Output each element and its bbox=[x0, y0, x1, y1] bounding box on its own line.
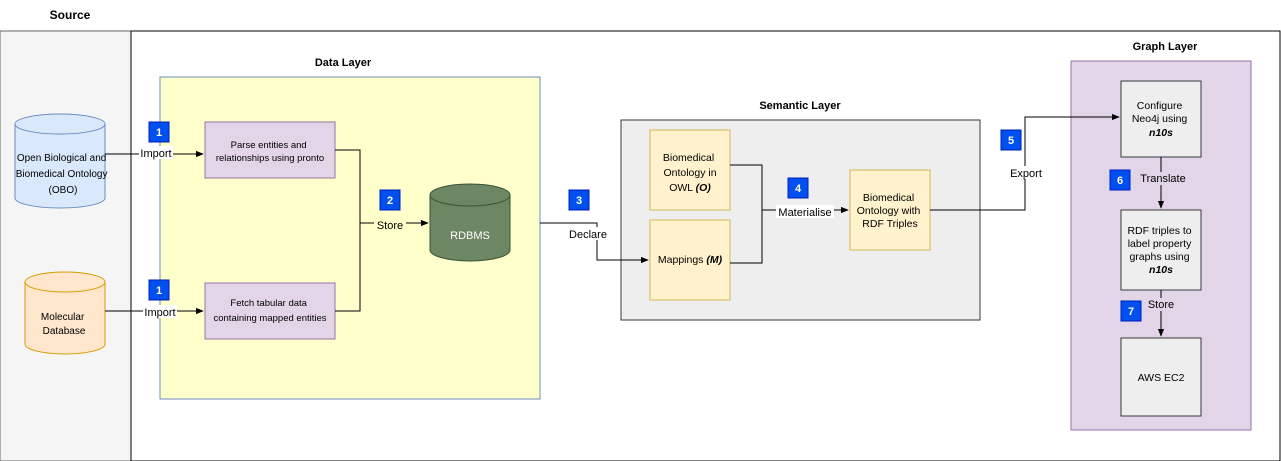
edge-mappings-to-rdf bbox=[730, 210, 763, 264]
svg-text:Mappings (M): Mappings (M) bbox=[658, 254, 723, 266]
svg-text:RDF triples to label pro: RDF triples to label property graphs usi… bbox=[1127, 225, 1194, 276]
rdf-ontology-box: Biomedical Ontology with RDF Triples bbox=[849, 169, 931, 251]
edge-label-translate: Translate bbox=[1138, 172, 1188, 185]
edge-label-import-obo: Import bbox=[139, 146, 173, 160]
fetch-tabular-box: Fetch tabular data containing mapped ent… bbox=[204, 282, 336, 340]
step-badge-2: 2 bbox=[379, 189, 401, 211]
edge-label-store-rdbms: Store bbox=[374, 218, 406, 232]
graph-layer-title: Graph Layer bbox=[1133, 41, 1199, 53]
svg-text:Store: Store bbox=[1148, 299, 1174, 311]
configure-neo4j-box: Configure Neo4j using n10s bbox=[1120, 80, 1202, 158]
svg-text:6: 6 bbox=[1117, 175, 1123, 187]
svg-text:1: 1 bbox=[156, 127, 162, 139]
step-badge-1-mol: 1 bbox=[148, 279, 170, 301]
rdbms-database: RDBMS bbox=[429, 183, 511, 262]
edge-declare bbox=[540, 222, 649, 264]
obo-database: Open Biological and Biomedical Ontology … bbox=[14, 113, 111, 209]
semantic-layer-title: Semantic Layer bbox=[759, 100, 841, 112]
mappings-box: Mappings (M) bbox=[649, 219, 731, 301]
owl-ontology-box: Biomedical Ontology in OWL (O) bbox=[649, 129, 731, 211]
step-badge-5: 5 bbox=[1000, 129, 1022, 151]
edge-label-export: Export bbox=[1008, 166, 1044, 180]
svg-text:Parse entities and relat: Parse entities and relationships using p… bbox=[216, 140, 324, 164]
source-title: Source bbox=[50, 8, 91, 22]
step-badge-1-obo: 1 bbox=[148, 121, 170, 143]
parse-entities-box: Parse entities and relationships using p… bbox=[204, 121, 336, 179]
step-badge-7: 7 bbox=[1120, 300, 1142, 322]
step-badge-6: 6 bbox=[1109, 169, 1131, 191]
svg-text:2: 2 bbox=[387, 195, 393, 207]
edge-fetch-to-rdbms bbox=[335, 223, 361, 312]
svg-text:7: 7 bbox=[1128, 306, 1134, 318]
svg-text:OWL (O): OWL (O) bbox=[669, 182, 711, 194]
molecular-database-label: Molecular Database bbox=[41, 312, 87, 337]
rdf-to-lpg-box: RDF triples to label property graphs usi… bbox=[1120, 209, 1202, 291]
edge-label-declare: Declare bbox=[566, 227, 610, 241]
svg-text:Import: Import bbox=[144, 307, 175, 319]
svg-text:AWS EC2: AWS EC2 bbox=[1138, 372, 1185, 384]
svg-text:1: 1 bbox=[156, 285, 162, 297]
svg-text:Materialise: Materialise bbox=[778, 207, 831, 219]
svg-text:Fetch tabular data conta: Fetch tabular data containing mapped ent… bbox=[213, 298, 326, 324]
svg-text:Store: Store bbox=[377, 220, 403, 232]
svg-text:Biomedical Ontology with: Biomedical Ontology with RDF Triples bbox=[857, 192, 924, 230]
svg-text:Import: Import bbox=[140, 148, 171, 160]
svg-text:5: 5 bbox=[1008, 135, 1014, 147]
aws-ec2-box: AWS EC2 bbox=[1120, 337, 1202, 417]
svg-text:Translate: Translate bbox=[1140, 173, 1185, 185]
source-panel bbox=[0, 30, 132, 461]
svg-text:3: 3 bbox=[576, 195, 582, 207]
svg-text:Declare: Declare bbox=[569, 229, 607, 241]
data-layer-title: Data Layer bbox=[315, 57, 372, 69]
svg-text:Biomedical Ontology in: Biomedical Ontology in bbox=[663, 152, 717, 179]
svg-text:Configure Neo4j using: Configure Neo4j using n10s bbox=[1132, 100, 1190, 139]
step-badge-4: 4 bbox=[787, 177, 809, 199]
molecular-database: Molecular Database bbox=[24, 271, 106, 355]
edge-export bbox=[930, 113, 1120, 211]
edge-label-import-mol: Import bbox=[143, 305, 177, 319]
edge-label-store-aws: Store bbox=[1144, 298, 1178, 311]
edge-label-materialise: Materialise bbox=[776, 205, 834, 219]
obo-database-label: Open Biological and Biomedical Ontology … bbox=[16, 153, 111, 196]
rdbms-label: RDBMS bbox=[450, 230, 490, 242]
svg-text:Export: Export bbox=[1010, 168, 1042, 180]
svg-text:4: 4 bbox=[795, 183, 802, 195]
step-badge-3: 3 bbox=[568, 189, 590, 211]
